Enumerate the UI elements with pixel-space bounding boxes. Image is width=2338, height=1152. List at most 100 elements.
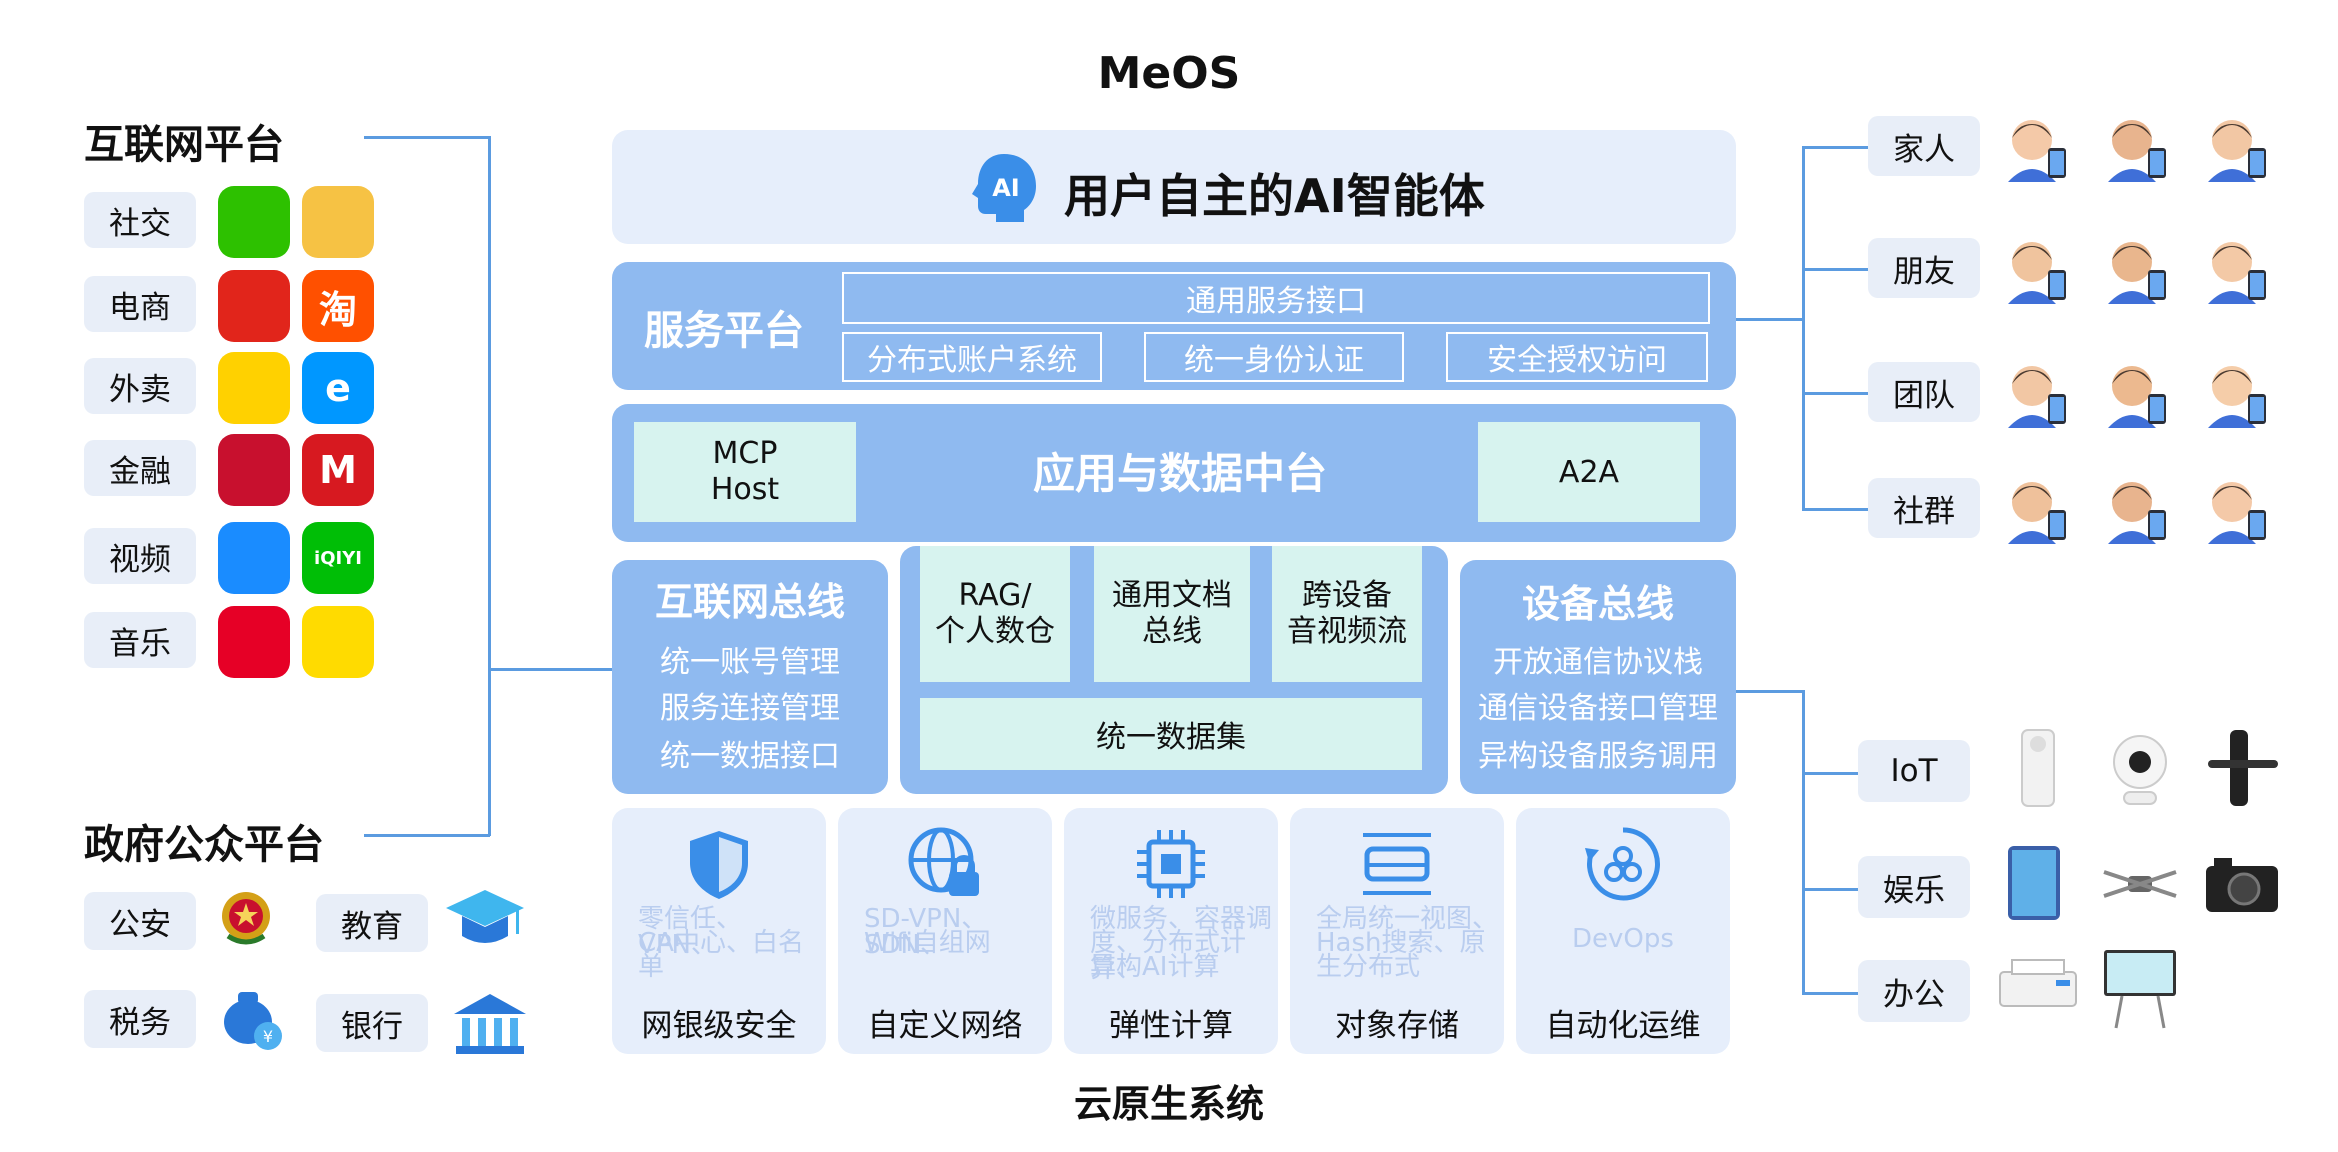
iqiyi-icon: iQIYI xyxy=(302,522,374,594)
ai-agent-title: 用户自主的AI智能体 xyxy=(1064,169,1485,223)
connector-line xyxy=(1802,690,1805,992)
internet-bus-band xyxy=(612,560,888,794)
device-label: 办公 xyxy=(1858,960,1970,1022)
people-label: 团队 xyxy=(1868,362,1980,422)
cloud-label: 网银级安全 xyxy=(641,1008,797,1044)
device-label: IoT xyxy=(1858,740,1970,802)
distributed-account-system: 分布式账户系统 xyxy=(842,332,1102,382)
cloud-card xyxy=(838,808,1052,1054)
person-tablet-icon xyxy=(2202,112,2274,184)
person-tablet-icon xyxy=(2002,474,2074,546)
connector-line xyxy=(1736,318,1804,321)
cmb-icon: M xyxy=(302,434,374,506)
graduation-cap-icon xyxy=(444,884,526,958)
device-bus-item: 异构设备服务调用 xyxy=(1478,739,1718,774)
gov-label-bank: 银行 xyxy=(316,994,428,1052)
cloud-desc: 度、分布式计算、 xyxy=(1090,928,1247,984)
cloud-desc: 异构AI计算 xyxy=(1090,952,1220,982)
internet-platform-title: 互联网平台 xyxy=(84,122,284,168)
gov-platform-title: 政府公众平台 xyxy=(84,822,324,868)
mcp-host-line2: Host xyxy=(710,472,780,507)
gov-label-education: 教育 xyxy=(316,894,428,952)
unified-identity-auth: 统一身份认证 xyxy=(1144,332,1404,382)
a2a-box: A2A xyxy=(1478,422,1700,522)
ai-agent-band xyxy=(612,130,1736,244)
connector-line xyxy=(1802,888,1870,891)
device-bus-title: 设备总线 xyxy=(1521,581,1674,626)
ai-head-icon: AI xyxy=(966,150,1042,226)
internet-bus-item: 统一账号管理 xyxy=(660,645,840,680)
person-phone-icon xyxy=(2002,358,2074,430)
tencent-video-icon xyxy=(218,522,290,594)
smart-board-icon xyxy=(2098,946,2182,1030)
category-label: 视频 xyxy=(84,528,196,584)
category-label: 电商 xyxy=(84,276,196,332)
shield-icon xyxy=(612,822,826,906)
jd-icon xyxy=(218,270,290,342)
cloud-label: 自动化运维 xyxy=(1545,1008,1701,1044)
cloud-desc: 微服务、容器调 xyxy=(1090,904,1273,934)
cloud-card xyxy=(1064,808,1278,1054)
app-data-platform-title: 应用与数据中台 xyxy=(1032,448,1327,498)
category-label: 社交 xyxy=(84,192,196,248)
doc-bus-box: 通用文档 总线 xyxy=(1094,546,1250,682)
eleme-icon: e xyxy=(302,352,374,424)
meituan-icon xyxy=(218,352,290,424)
av-stream-line1: 跨设备 xyxy=(1302,578,1392,613)
money-bag-icon: ¥ xyxy=(218,982,286,1052)
category-label: 音乐 xyxy=(84,612,196,668)
wechat-icon xyxy=(218,186,290,258)
av-stream-box: 跨设备 音视频流 xyxy=(1272,546,1422,682)
rag-line2: 个人数仓 xyxy=(935,614,1055,649)
chip-icon xyxy=(1064,822,1278,906)
cloud-desc: DevOps xyxy=(1572,924,1674,954)
cloud-label: 对象存储 xyxy=(1335,1008,1459,1044)
person-phone-icon xyxy=(2002,112,2074,184)
internet-bus-item: 服务连接管理 xyxy=(660,691,840,726)
connector-line xyxy=(1802,992,1870,995)
connector-line xyxy=(364,136,490,139)
connector-line xyxy=(1802,392,1870,395)
device-label: 娱乐 xyxy=(1858,856,1970,918)
person-tablet-icon xyxy=(2202,474,2274,546)
connector-line xyxy=(1802,146,1870,149)
rag-line1: RAG/ xyxy=(958,578,1032,613)
tablet-icon xyxy=(1996,842,2080,926)
unified-dataset-box: 统一数据集 xyxy=(920,698,1422,770)
cloud-desc: 生分布式 xyxy=(1316,952,1421,982)
internet-bus-title: 互联网总线 xyxy=(654,579,845,624)
security-camera-icon xyxy=(2098,726,2182,810)
connector-line xyxy=(1802,508,1870,511)
device-bus-item: 通信设备接口管理 xyxy=(1478,691,1718,726)
cloud-desc: CA中心、白名 xyxy=(638,928,804,958)
person-tablet-icon xyxy=(2102,112,2174,184)
svg-text:¥: ¥ xyxy=(263,1027,273,1046)
cloud-desc: 单 xyxy=(638,952,665,982)
connector-line xyxy=(488,136,491,836)
connector-line xyxy=(1802,146,1805,510)
device-bus-item: 开放通信协议栈 xyxy=(1493,645,1703,680)
mcp-host-line1: MCP xyxy=(712,436,778,471)
connector-line xyxy=(364,834,490,837)
cloud-label: 弹性计算 xyxy=(1109,1008,1233,1044)
doc-bus-line2: 总线 xyxy=(1142,614,1202,649)
police-badge-icon xyxy=(214,886,278,950)
camera-icon xyxy=(2200,842,2284,926)
cloud-label: 自定义网络 xyxy=(867,1008,1023,1044)
connector-line xyxy=(1802,268,1870,271)
smart-lock-icon xyxy=(2200,726,2284,810)
globe-lock-icon xyxy=(838,822,1052,906)
people-label: 朋友 xyxy=(1868,238,1980,298)
gov-label-police: 公安 xyxy=(84,892,196,950)
internet-bus-item: 统一数据接口 xyxy=(660,739,840,774)
cloud-desc: SD-VPN、SDN、 xyxy=(864,904,988,960)
gov-label-tax: 税务 xyxy=(84,990,196,1048)
cloud-desc: Wifi自组网 xyxy=(864,928,991,958)
drone-icon xyxy=(2098,842,2182,926)
people-label: 社群 xyxy=(1868,478,1980,538)
netease-music-icon xyxy=(218,606,290,678)
boc-icon xyxy=(218,434,290,506)
weibo-icon xyxy=(302,186,374,258)
av-stream-line2: 音视频流 xyxy=(1287,614,1407,649)
ai-icon-text: AI xyxy=(992,174,1020,202)
